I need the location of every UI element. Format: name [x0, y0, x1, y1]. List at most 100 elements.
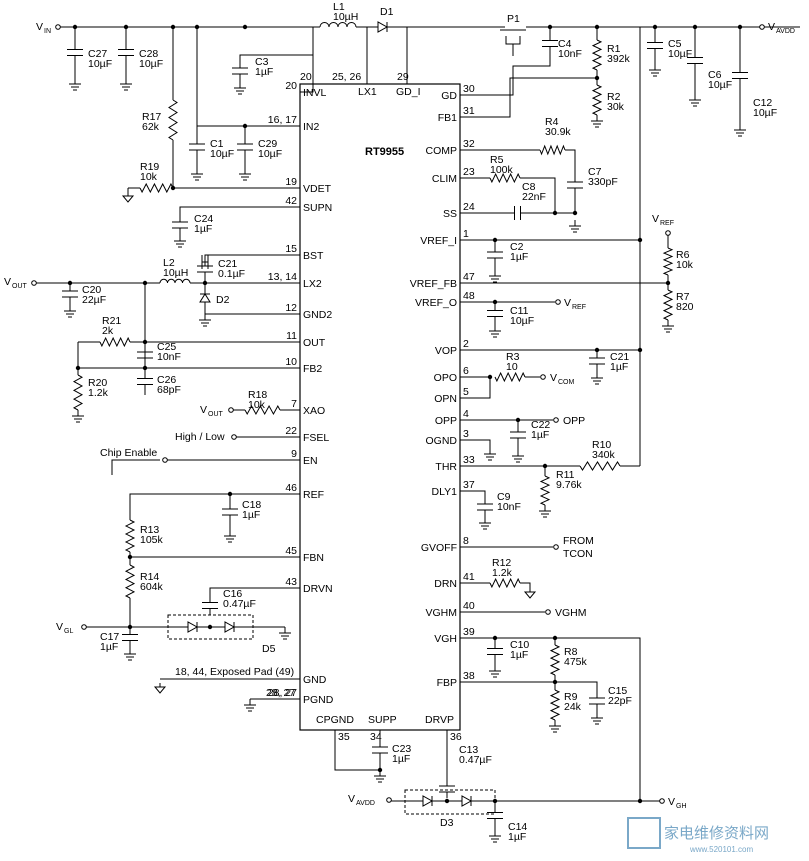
component-value: 30.9k	[545, 126, 571, 138]
component-ref: C23	[392, 743, 411, 755]
wire	[129, 493, 300, 520]
component-ref: R12	[492, 557, 511, 569]
pin-name: INVL	[303, 87, 327, 99]
component-value: 820	[676, 301, 694, 313]
capacitor-icon	[237, 126, 253, 168]
component-ref: C17	[100, 631, 119, 643]
pin-number: 19	[285, 176, 297, 188]
component-ref: C2	[510, 241, 524, 253]
inductor-icon	[319, 22, 357, 28]
capacitor-icon	[137, 342, 153, 368]
junction-dot	[444, 798, 450, 804]
wire	[460, 439, 491, 448]
ground-icon	[191, 168, 203, 181]
pin-number: 2	[463, 338, 469, 350]
component-ref: C21	[610, 351, 629, 363]
component-value: 10k	[140, 171, 158, 183]
component-value: 62k	[142, 121, 160, 133]
pin-name: FBP	[437, 677, 457, 689]
terminal-open-circle	[545, 609, 551, 615]
component-ref: R3	[506, 351, 520, 363]
component-ref: C1	[210, 138, 224, 150]
net-from: FROM	[563, 535, 594, 547]
ground-icon	[569, 220, 581, 233]
ground-icon	[64, 305, 76, 318]
pin-number: 46	[285, 482, 297, 494]
diode-icon	[461, 795, 473, 807]
ground-icon	[279, 627, 291, 640]
pin-number: 35	[338, 731, 350, 743]
capacitor-icon	[118, 27, 134, 78]
component-value: 10µF	[258, 148, 282, 160]
capacitor-icon	[487, 302, 503, 325]
pin-name: SS	[443, 208, 457, 220]
capacitor-icon	[477, 497, 493, 517]
component-ref: C3	[255, 56, 269, 68]
pin-name: VOP	[435, 345, 457, 357]
component-ref: R17	[142, 111, 161, 123]
ground-icon	[174, 235, 186, 248]
net-vout-2-sub: OUT	[208, 411, 224, 418]
component-value: 1.2k	[88, 387, 109, 399]
pin-name: VGH	[434, 633, 457, 645]
component-ref: C8	[522, 181, 536, 193]
pin-number: 8	[463, 535, 469, 547]
component-value: 10k	[676, 259, 694, 271]
pin-number: 38	[463, 670, 475, 682]
pin-name: DRVN	[303, 583, 333, 595]
capacitor-icon	[439, 780, 455, 798]
component-value: 68pF	[157, 384, 181, 396]
pin-name: GND	[303, 674, 327, 686]
component-value: 10µF	[708, 79, 732, 91]
ground-icon	[124, 648, 136, 661]
component-value: 10µH	[163, 267, 188, 279]
net-vref-sub: REF	[660, 220, 674, 227]
component-value: 1µF	[510, 251, 528, 263]
pin-number: 43	[285, 576, 297, 588]
terminal-open-circle	[386, 797, 392, 803]
capacitor-icon	[567, 170, 583, 200]
pin-number: 20	[285, 80, 297, 92]
pin-name: OUT	[303, 337, 326, 349]
capacitor-icon	[460, 206, 575, 220]
wire	[196, 27, 300, 127]
component-value: 1µF	[610, 361, 628, 373]
wire	[179, 206, 300, 215]
resistor-icon	[244, 404, 281, 416]
resistor-icon	[494, 371, 526, 383]
component-ref: C13	[459, 744, 478, 756]
capacitor-icon	[732, 27, 748, 124]
resistor-icon	[99, 336, 131, 348]
diode-icon	[187, 621, 199, 633]
component-ref: L1	[333, 1, 345, 13]
capacitor-icon	[137, 368, 153, 395]
pin-number: 31	[463, 105, 475, 117]
pin-name: FBN	[303, 552, 324, 564]
capacitor-icon	[201, 255, 209, 269]
net-vref: V	[652, 213, 659, 225]
component-value: 24k	[564, 701, 582, 713]
pin-name: OPO	[434, 372, 457, 384]
terminal-open-circle	[162, 457, 168, 463]
capacitor-icon	[647, 27, 663, 64]
component-value: 0.47µF	[223, 598, 256, 610]
wire	[460, 582, 531, 588]
pin-name: VREF_FB	[410, 278, 457, 290]
component-ref: C27	[88, 48, 107, 60]
pin-name: DRVP	[425, 714, 454, 726]
component-ref: R20	[88, 377, 107, 389]
wire	[460, 637, 641, 800]
component-value: 10µF	[210, 148, 234, 160]
component-value: 10k	[248, 399, 266, 411]
capacitor-icon	[687, 27, 703, 94]
watermark-url: www.520101.com	[689, 845, 753, 854]
component-ref: D5	[262, 643, 276, 655]
pin-number: 12	[285, 302, 297, 314]
component-value: 10	[506, 361, 518, 373]
resistor-icon	[72, 374, 84, 411]
watermark-text: 家电维修资料网	[664, 824, 769, 842]
pin-name: REF	[303, 489, 324, 501]
pin-name: VDET	[303, 183, 332, 195]
ground-icon	[72, 410, 84, 423]
capacitor-icon	[122, 627, 138, 648]
